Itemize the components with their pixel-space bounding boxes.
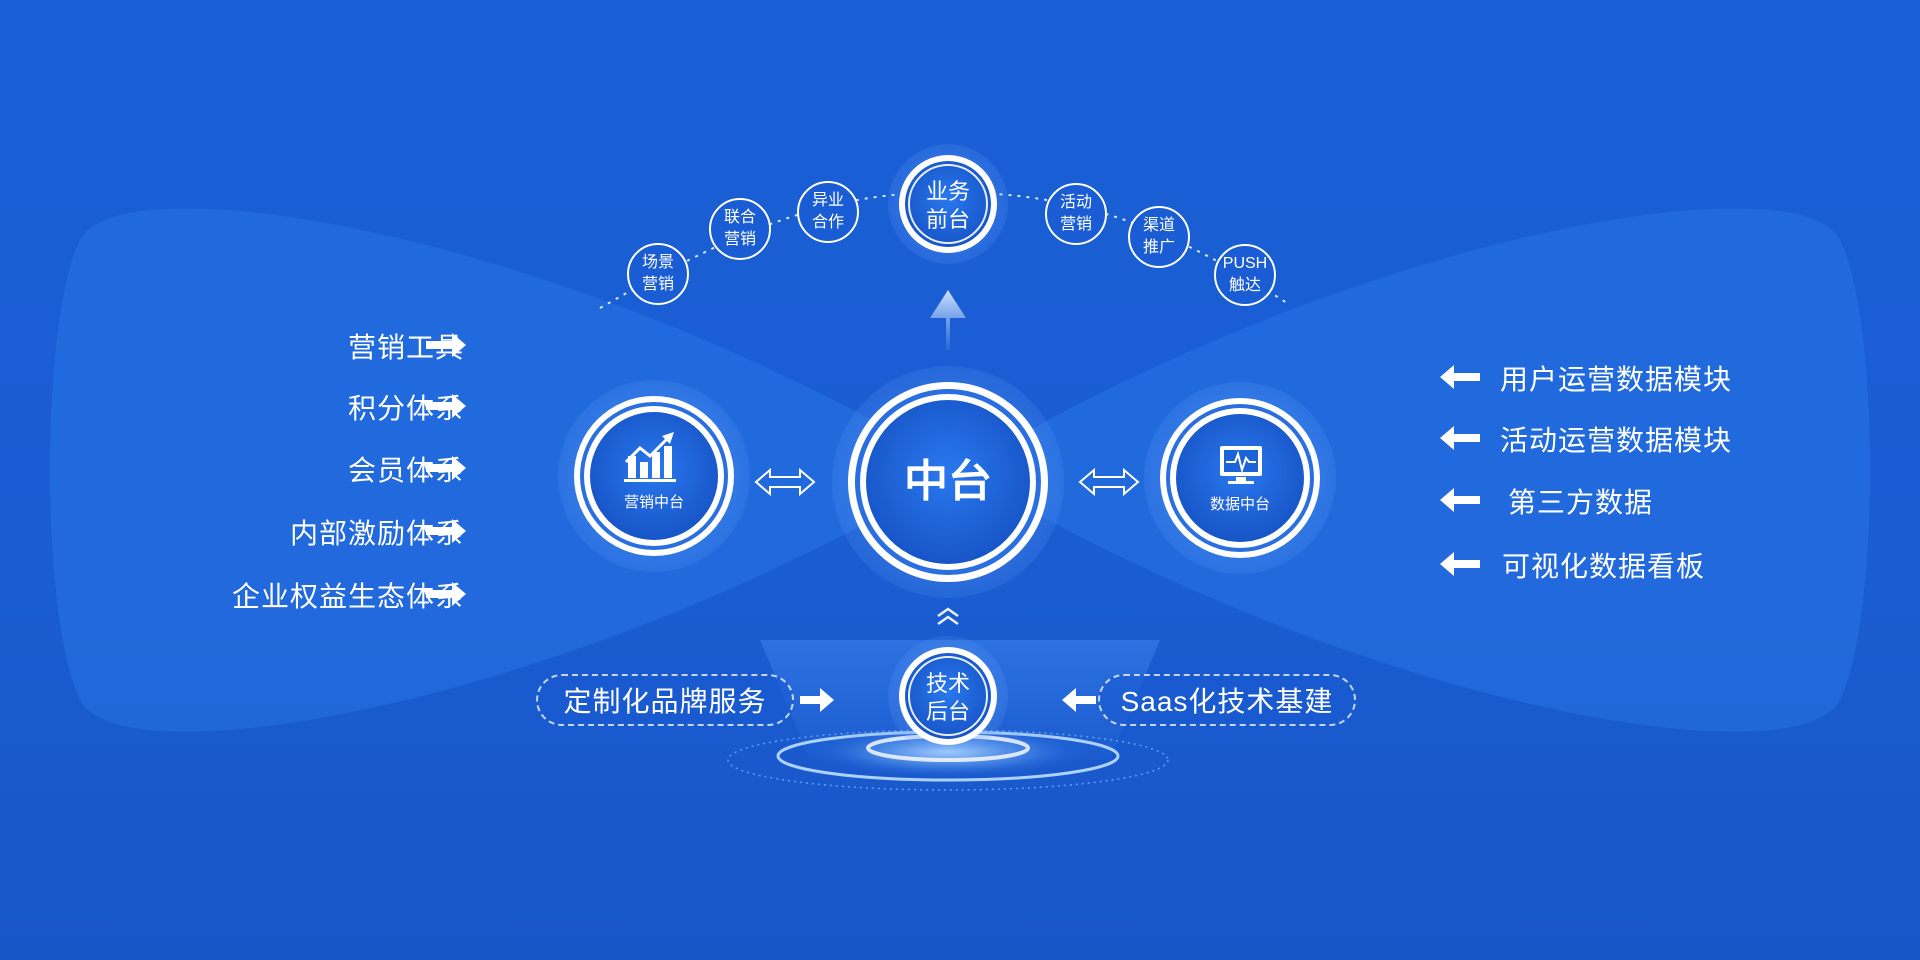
custom-brand-service-pill: 定制化品牌服务 [536,674,794,726]
up-arrow [930,290,966,350]
right-double-arrow [1078,467,1140,497]
arc-node-cross-industry: 异业合作 [797,181,859,243]
arc-node-channel-promotion: 渠道推广 [1128,206,1190,268]
front-office-label: 业务 前台 [925,179,970,232]
right-list-item: 可视化数据看板 [1502,551,1706,582]
right-list-item: 第三方数据 [1508,487,1654,518]
back-office-label: 技术 后台 [925,671,970,724]
front-office-circle [888,144,1008,264]
data-center-label: 数据中台 [1209,496,1270,513]
right-list-item: 活动运营数据模块 [1500,425,1733,456]
right-list-item: 用户运营数据模块 [1500,364,1733,395]
bar-chart-up-icon [624,432,676,482]
monitor-pulse-icon [1220,446,1262,484]
left-double-arrow [754,467,816,497]
back-office-circle [888,636,1008,756]
left-list-item: 会员体系 [347,455,464,486]
left-wing-shape [50,208,960,732]
arc-node-joint-marketing: 联合营销 [709,198,771,260]
marketing-center-label: 营销中台 [623,494,684,511]
center-label: 中台 [904,457,992,506]
right-wing-shape [960,208,1870,732]
left-list-item: 营销工具 [347,332,464,363]
chevrons-up [937,607,959,626]
left-pill-arrow [800,688,834,712]
left-list-arrows [426,333,466,606]
saas-infrastructure-pill: Saas化技术基建 [1098,674,1356,726]
right-list-arrows [1440,365,1480,576]
center-circle [832,366,1064,598]
left-list-item: 企业权益生态体系 [231,581,464,612]
arc-node-activity-marketing: 活动营销 [1045,183,1107,245]
left-list-item: 积分体系 [347,393,464,424]
left-list-item: 内部激励体系 [289,518,464,549]
arc-node-scene-marketing: 场景营销 [627,243,689,305]
right-pill-arrow [1062,688,1096,712]
